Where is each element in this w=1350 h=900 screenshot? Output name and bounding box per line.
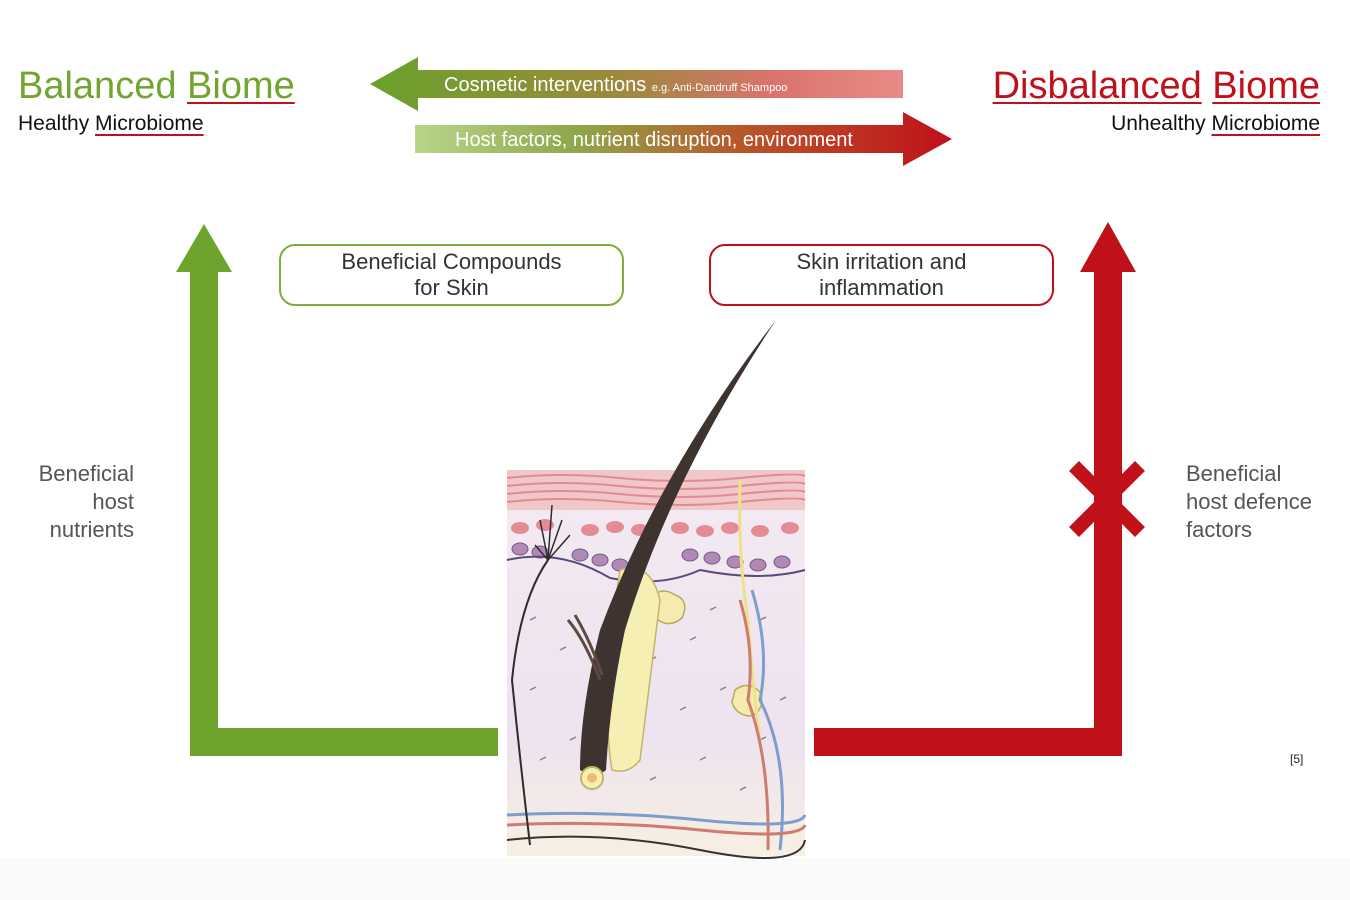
unhealthy-microbiome-subtitle: Unhealthy Microbiome [1111, 112, 1320, 135]
skin-cross-section-with-hair-follicle [506, 320, 807, 859]
green-return-arrow [176, 224, 498, 756]
cosmetic-interventions-arrow [370, 57, 903, 111]
balanced-biome-title: Balanced Biome [18, 65, 295, 107]
cosmetic-interventions-label: Cosmetic interventions e.g. Anti-Dandruf… [444, 74, 788, 96]
host-factors-arrow [415, 112, 952, 166]
red-return-arrow [814, 222, 1136, 756]
bottom-band [0, 858, 1350, 900]
x-cross-icon [1069, 461, 1145, 537]
beneficial-host-nutrients-label: Beneficial host nutrients [38, 461, 134, 542]
host-factors-label: Host factors, nutrient disruption, envir… [455, 129, 853, 151]
healthy-microbiome-subtitle: Healthy Microbiome [18, 112, 204, 135]
beneficial-host-defence-factors-label: Beneficial host defence factors [1186, 461, 1312, 542]
reference-marker: [5] [1290, 752, 1304, 766]
disbalanced-biome-title: Disbalanced Biome [992, 65, 1320, 107]
